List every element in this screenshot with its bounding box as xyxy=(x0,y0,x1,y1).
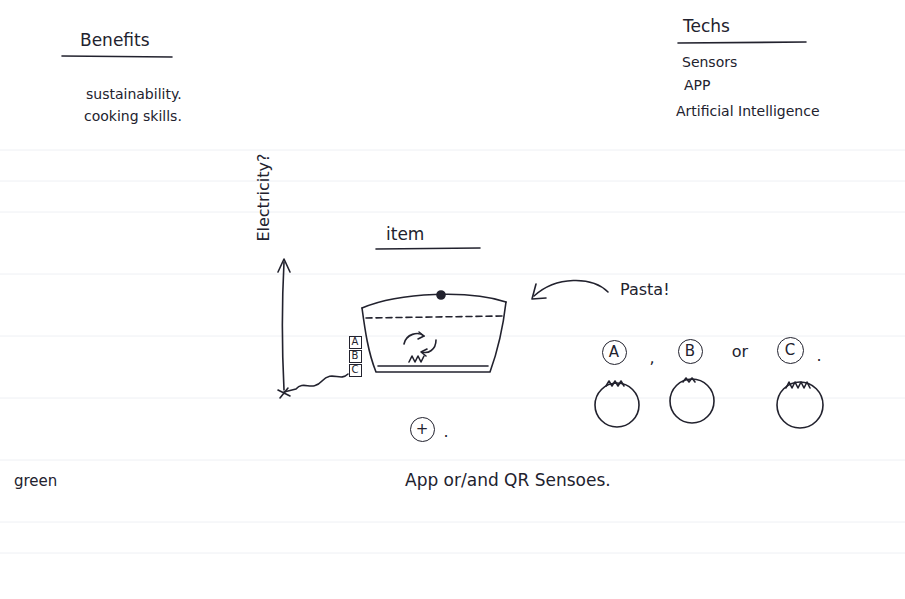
connector-word: or xyxy=(732,342,748,361)
heading: Benefits xyxy=(80,30,150,50)
list-item: sustainability. xyxy=(86,86,182,103)
list-item: Artificial Intelligence xyxy=(676,103,820,120)
power-wire xyxy=(284,374,348,392)
pot-bottom xyxy=(378,365,488,367)
pasta-squiggle xyxy=(683,378,695,382)
list-item: cooking skills. xyxy=(84,108,182,125)
node-text: C xyxy=(785,343,795,358)
button-box: C xyxy=(349,364,362,377)
arrow-head xyxy=(278,259,290,272)
pasta-in-pot xyxy=(409,356,424,362)
pasta-portion xyxy=(777,382,823,428)
punctuation: . xyxy=(816,346,821,365)
underline xyxy=(376,248,480,249)
list-item: Sensors xyxy=(682,54,737,71)
node-text: C xyxy=(352,365,359,375)
node-text: A xyxy=(352,337,359,347)
button-box: B xyxy=(349,350,362,363)
pot-knob xyxy=(437,291,445,299)
heading: Techs xyxy=(683,16,730,36)
plus-circle: + xyxy=(410,417,435,442)
callout-text: Pasta! xyxy=(620,280,670,299)
pasta-squiggle xyxy=(786,382,810,388)
option-circle: A xyxy=(602,340,627,365)
pot-rim xyxy=(362,294,506,308)
stir-arrow xyxy=(404,334,424,344)
stir-arrow xyxy=(421,349,427,356)
pasta-portion xyxy=(670,379,714,423)
underline xyxy=(678,42,806,43)
side-note: Electricity? xyxy=(254,154,273,242)
pot-lid-line xyxy=(366,316,502,318)
node-text: B xyxy=(352,351,359,361)
arrow-head xyxy=(532,284,546,299)
node-text: B xyxy=(685,344,695,359)
heading: item xyxy=(386,224,424,244)
note: App or/and QR Sensoes. xyxy=(405,470,611,490)
option-circle: B xyxy=(678,339,703,364)
punctuation: . xyxy=(443,422,448,441)
underline xyxy=(62,56,172,57)
pasta-portion xyxy=(595,383,639,427)
note: green xyxy=(14,472,57,490)
pasta-arrow xyxy=(534,280,608,296)
punctuation: , xyxy=(649,348,654,367)
node-text: A xyxy=(609,345,619,360)
pasta-squiggle xyxy=(606,381,624,386)
node-text: + xyxy=(416,422,429,437)
button-box: A xyxy=(349,336,362,349)
electricity-arrow xyxy=(283,262,285,390)
list-item: APP xyxy=(684,77,710,94)
stir-arrow xyxy=(418,332,424,339)
pot-body xyxy=(362,302,506,372)
option-circle: C xyxy=(777,337,804,364)
